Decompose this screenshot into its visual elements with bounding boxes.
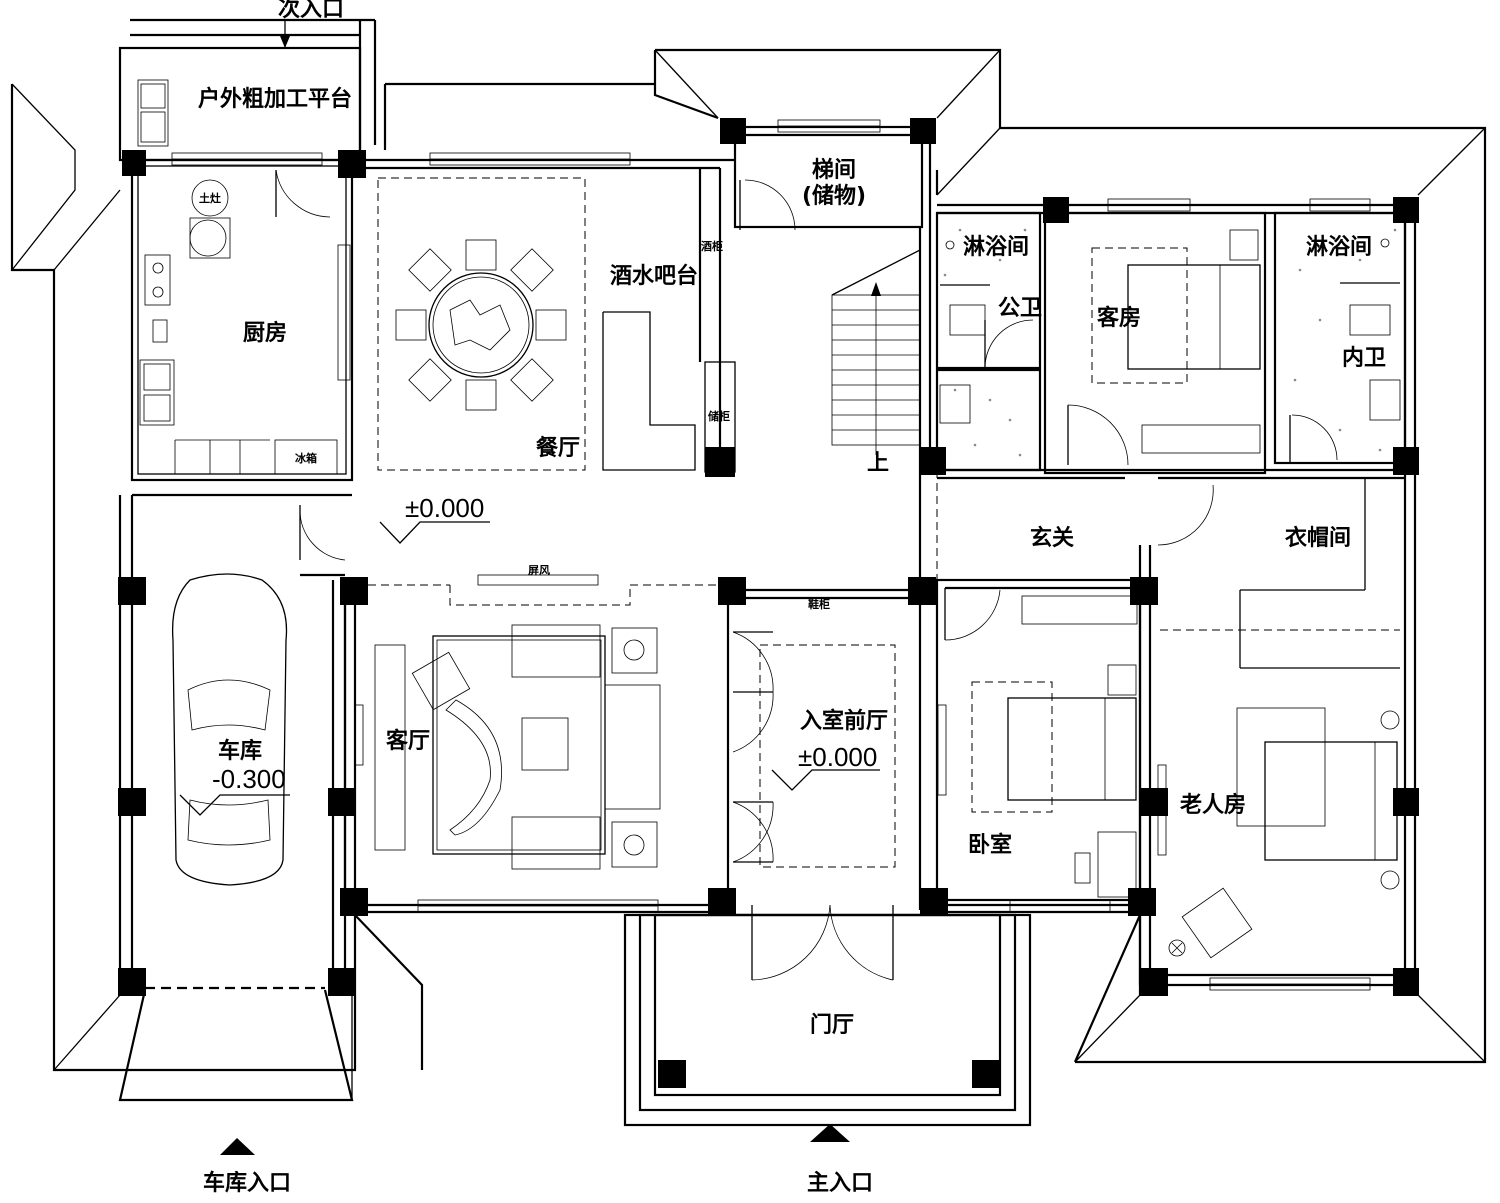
windows bbox=[171, 119, 1371, 991]
roof-eaves bbox=[10, 48, 1487, 1072]
stair-room-label: 梯间 bbox=[812, 157, 856, 183]
doors bbox=[275, 169, 1338, 981]
garage-entrance-label: 车库入口 bbox=[203, 1170, 291, 1196]
elevation-markers bbox=[179, 521, 880, 816]
dining-room-label: 餐厅 bbox=[536, 436, 580, 461]
kitchen-fixtures bbox=[137, 79, 338, 475]
ensuite-bath-label: 内卫 bbox=[1342, 346, 1386, 371]
living-room-label: 客厅 bbox=[386, 728, 430, 754]
wet-area-texture bbox=[943, 228, 1397, 457]
guest-room-label: 客房 bbox=[1097, 305, 1141, 331]
bedroom-furniture bbox=[939, 229, 1401, 959]
elder-room-label: 老人房 bbox=[1179, 792, 1246, 818]
walls bbox=[118, 18, 1417, 1127]
secondary-entrance-arrowhead bbox=[280, 36, 290, 48]
stove-label: 土灶 bbox=[199, 191, 221, 205]
living-room-furniture bbox=[374, 624, 661, 870]
wine-bar-label: 酒水吧台 bbox=[610, 263, 698, 289]
display-cabinet-label: 储柜 bbox=[708, 409, 730, 423]
shoe-cabinet-label: 鞋柜 bbox=[808, 597, 830, 611]
car bbox=[171, 573, 288, 886]
shower-2-label: 淋浴间 bbox=[1306, 234, 1372, 260]
bedroom-label: 卧室 bbox=[968, 832, 1012, 858]
main-entrance-arrow bbox=[810, 1124, 850, 1142]
garage-elevation: -0.300 bbox=[212, 764, 286, 794]
kitchen-label: 厨房 bbox=[243, 320, 287, 346]
fridge-label: 冰箱 bbox=[295, 451, 317, 465]
entry-hall-label: 入室前厅 bbox=[800, 708, 888, 734]
shower-1-label: 淋浴间 bbox=[963, 234, 1029, 260]
storage-label: (储物) bbox=[802, 183, 866, 209]
garage-entrance-arrow bbox=[220, 1138, 255, 1155]
entry-hall-elevation: ±0.000 bbox=[798, 742, 877, 772]
stair-up-label: 上 bbox=[867, 451, 889, 476]
cloakroom-label: 衣帽间 bbox=[1285, 525, 1351, 551]
screen-label: 屏风 bbox=[528, 563, 550, 577]
foyer-label: 玄关 bbox=[1030, 525, 1074, 551]
secondary-entrance-label: 次入口 bbox=[278, 0, 344, 22]
floor-elevation: ±0.000 bbox=[405, 493, 484, 523]
porch-label: 门厅 bbox=[810, 1012, 854, 1038]
dining-table bbox=[395, 239, 567, 411]
wine-cabinet-label: 酒柜 bbox=[701, 239, 723, 253]
public-bath-label: 公卫 bbox=[998, 296, 1042, 321]
garage-label: 车库 bbox=[218, 738, 262, 764]
outdoor-platform-label: 户外粗加工平台 bbox=[198, 86, 352, 112]
main-entrance-label: 主入口 bbox=[807, 1171, 873, 1196]
columns bbox=[118, 118, 1419, 1088]
